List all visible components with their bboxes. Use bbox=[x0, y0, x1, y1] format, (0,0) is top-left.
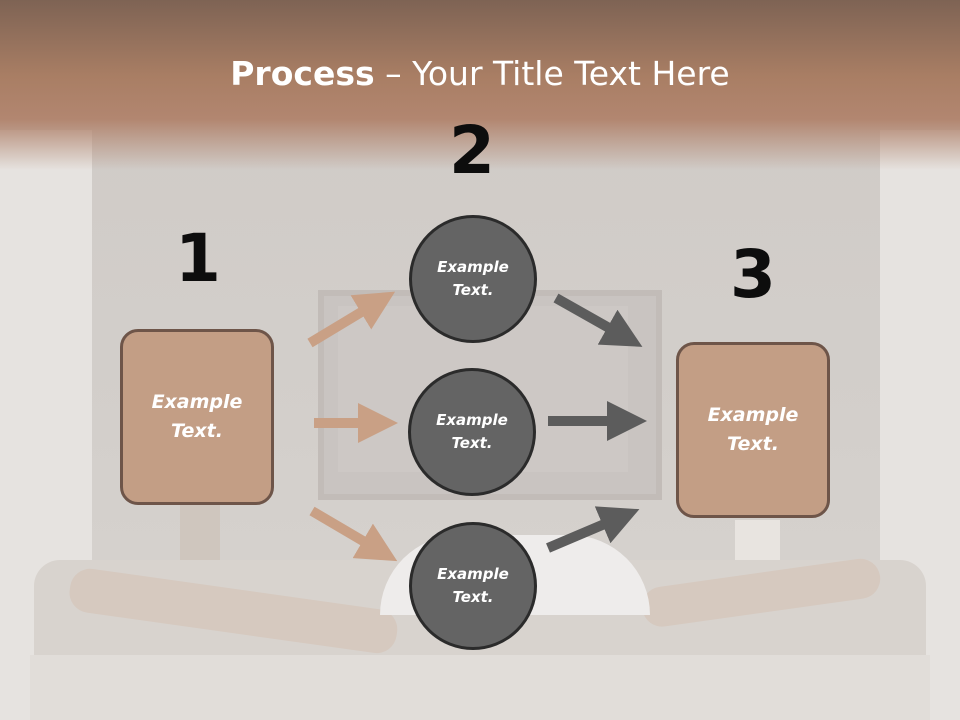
arrow-left-to-circle-1 bbox=[307, 291, 396, 348]
circle-step-3: Example Text. bbox=[409, 522, 537, 650]
circle-step-2-text: Example Text. bbox=[436, 411, 508, 452]
arrow-left-to-circle-3 bbox=[309, 506, 398, 562]
right-step-text: Example Text. bbox=[707, 404, 799, 455]
step-number-2: 2 bbox=[449, 112, 495, 189]
step-number-1: 1 bbox=[175, 220, 221, 297]
circle-step-1-text: Example Text. bbox=[437, 258, 509, 299]
step-number-3: 3 bbox=[730, 236, 776, 313]
arrow-circle-1-to-right bbox=[553, 293, 643, 347]
arrow-circle-3-to-right bbox=[546, 506, 640, 553]
circle-step-1: Example Text. bbox=[409, 215, 537, 343]
circle-step-3-text: Example Text. bbox=[437, 565, 509, 606]
slide-title: Process – Your Title Text Here bbox=[0, 54, 960, 93]
title-bold: Process bbox=[230, 54, 375, 93]
left-step-text: Example Text. bbox=[151, 391, 243, 442]
background-sofa-seat bbox=[30, 655, 930, 720]
title-rest: – Your Title Text Here bbox=[374, 54, 730, 93]
title-band bbox=[0, 0, 960, 170]
left-step-box: Example Text. bbox=[120, 329, 274, 505]
right-step-box: Example Text. bbox=[676, 342, 830, 518]
circle-step-2: Example Text. bbox=[408, 368, 536, 496]
